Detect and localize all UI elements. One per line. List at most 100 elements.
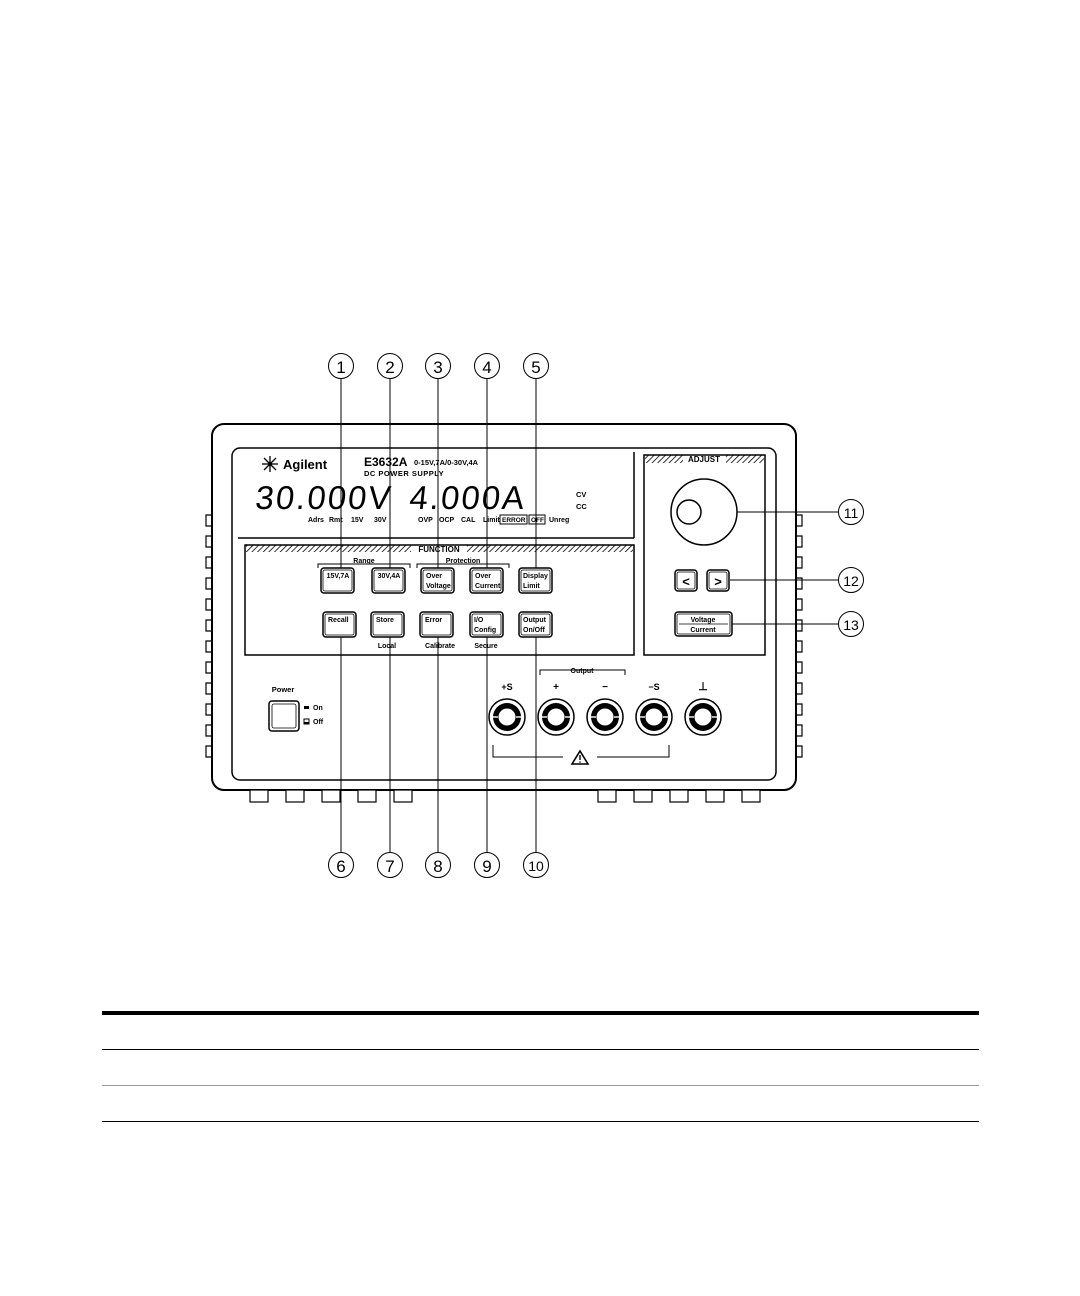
sense-minus-label: −S bbox=[648, 682, 659, 692]
svg-text:5: 5 bbox=[531, 358, 540, 377]
case-ridges-left bbox=[205, 514, 212, 758]
minus-terminal[interactable] bbox=[586, 698, 624, 736]
plus-label: + bbox=[553, 682, 559, 693]
svg-text:12: 12 bbox=[843, 573, 859, 589]
range-30v-label: 30V,4A bbox=[378, 573, 401, 580]
annunciator-error: ERROR bbox=[502, 517, 526, 524]
svg-text:7: 7 bbox=[385, 857, 394, 876]
voltage-current-label-top: Voltage bbox=[691, 617, 716, 624]
annunciator-unreg: Unreg bbox=[549, 517, 569, 524]
range-label: Range bbox=[353, 558, 375, 565]
over-current-label-1: Over bbox=[475, 573, 491, 580]
callout-10: 10 bbox=[523, 852, 549, 878]
power-off-label: Off bbox=[313, 719, 324, 726]
table-bottom-rule bbox=[102, 1121, 979, 1122]
over-current-label-2: Current bbox=[475, 583, 501, 590]
svg-text:9: 9 bbox=[482, 857, 491, 876]
protection-label: Protection bbox=[446, 558, 481, 565]
table-row-rule bbox=[102, 1085, 979, 1086]
svg-text:2: 2 bbox=[385, 358, 394, 377]
display-limit-label-1: Display bbox=[523, 573, 548, 580]
svg-text:1: 1 bbox=[336, 358, 345, 377]
callout-7: 7 bbox=[377, 852, 403, 878]
callout-2: 2 bbox=[377, 353, 403, 379]
range-15v-button[interactable]: 15V,7A bbox=[320, 567, 355, 594]
svg-text:8: 8 bbox=[433, 857, 442, 876]
right-arrow-button[interactable]: > bbox=[706, 569, 730, 592]
error-button[interactable]: Error bbox=[419, 611, 454, 638]
annunciator-limit: Limit bbox=[483, 517, 500, 524]
instrument-case bbox=[205, 423, 803, 803]
annunciator-adrs: Adrs bbox=[308, 517, 324, 524]
store-shifted-label: Local bbox=[378, 643, 396, 650]
left-arrow-label: < bbox=[682, 574, 690, 589]
recall-button[interactable]: Recall bbox=[322, 611, 357, 638]
power-on-icon bbox=[304, 706, 309, 709]
svg-text:6: 6 bbox=[336, 857, 345, 876]
svg-text:13: 13 bbox=[843, 617, 859, 633]
annunciator-cal: CAL bbox=[461, 517, 476, 524]
ground-label: ⊥ bbox=[698, 681, 708, 693]
annunciator-30v: 30V bbox=[374, 517, 387, 524]
annunciator-off: OFF bbox=[531, 517, 544, 524]
right-arrow-label: > bbox=[714, 574, 722, 589]
store-button[interactable]: Store bbox=[370, 611, 405, 638]
callout-5: 5 bbox=[523, 353, 549, 379]
rotary-knob-icon[interactable] bbox=[670, 478, 738, 546]
annunciator-ocp: OCP bbox=[439, 517, 455, 524]
power-switch[interactable] bbox=[268, 700, 300, 732]
over-current-button[interactable]: Over Current bbox=[469, 567, 504, 594]
ground-terminal[interactable] bbox=[684, 698, 722, 736]
callout-6: 6 bbox=[328, 852, 354, 878]
callout-4: 4 bbox=[474, 353, 500, 379]
model-ratings: 0-15V,7A/0-30V,4A bbox=[414, 458, 479, 467]
annunciator-rmt: Rmt bbox=[329, 517, 343, 524]
function-header: FUNCTION bbox=[418, 545, 460, 554]
minus-label: − bbox=[602, 682, 608, 693]
cc-indicator: CC bbox=[576, 502, 587, 511]
display-limit-button[interactable]: Display Limit bbox=[518, 567, 553, 594]
cv-indicator: CV bbox=[576, 490, 586, 499]
range-30v-button[interactable]: 30V,4A bbox=[371, 567, 406, 594]
store-label: Store bbox=[376, 617, 394, 624]
left-arrow-button[interactable]: < bbox=[674, 569, 698, 592]
agilent-spark-icon bbox=[262, 456, 278, 472]
over-voltage-button[interactable]: Over Voltage bbox=[420, 567, 455, 594]
power-on-label: On bbox=[313, 705, 323, 712]
output-onoff-button[interactable]: Output On/Off bbox=[518, 611, 553, 638]
sense-plus-label: +S bbox=[501, 682, 512, 692]
callout-12: 12 bbox=[838, 567, 864, 593]
over-voltage-label-2: Voltage bbox=[426, 583, 451, 590]
model-number: E3632A bbox=[364, 455, 408, 469]
table-top-rule bbox=[102, 1011, 979, 1015]
callout-1: 1 bbox=[328, 353, 354, 379]
svg-text:3: 3 bbox=[433, 358, 442, 377]
over-voltage-label-1: Over bbox=[426, 573, 442, 580]
output-label: Output bbox=[571, 668, 595, 675]
case-feet bbox=[249, 789, 761, 803]
adjust-header: ADJUST bbox=[688, 455, 720, 464]
current-readout: 4.000A bbox=[408, 480, 528, 517]
range-15v-label: 15V,7A bbox=[327, 573, 350, 580]
recall-label: Recall bbox=[328, 617, 349, 624]
voltage-current-button[interactable]: Voltage Current bbox=[674, 611, 733, 637]
output-onoff-label-2: On/Off bbox=[523, 627, 545, 634]
sense-plus-terminal[interactable] bbox=[488, 698, 526, 736]
callout-leaders bbox=[340, 378, 838, 852]
io-config-label-2: Config bbox=[474, 627, 496, 634]
annunciator-ovp: OVP bbox=[418, 517, 433, 524]
svg-text:4: 4 bbox=[482, 358, 491, 377]
error-shifted-label: Calibrate bbox=[425, 643, 455, 650]
svg-text:10: 10 bbox=[528, 858, 544, 874]
io-config-button[interactable]: I/O Config bbox=[469, 611, 504, 638]
callout-9: 9 bbox=[474, 852, 500, 878]
callout-13: 13 bbox=[838, 611, 864, 637]
warning-triangle-icon bbox=[570, 749, 590, 765]
voltage-current-label-bottom: Current bbox=[690, 627, 716, 634]
model-type: DC POWER SUPPLY bbox=[364, 469, 444, 478]
plus-terminal[interactable] bbox=[537, 698, 575, 736]
table-header-rule bbox=[102, 1049, 979, 1050]
sense-minus-terminal[interactable] bbox=[635, 698, 673, 736]
callout-3: 3 bbox=[425, 353, 451, 379]
